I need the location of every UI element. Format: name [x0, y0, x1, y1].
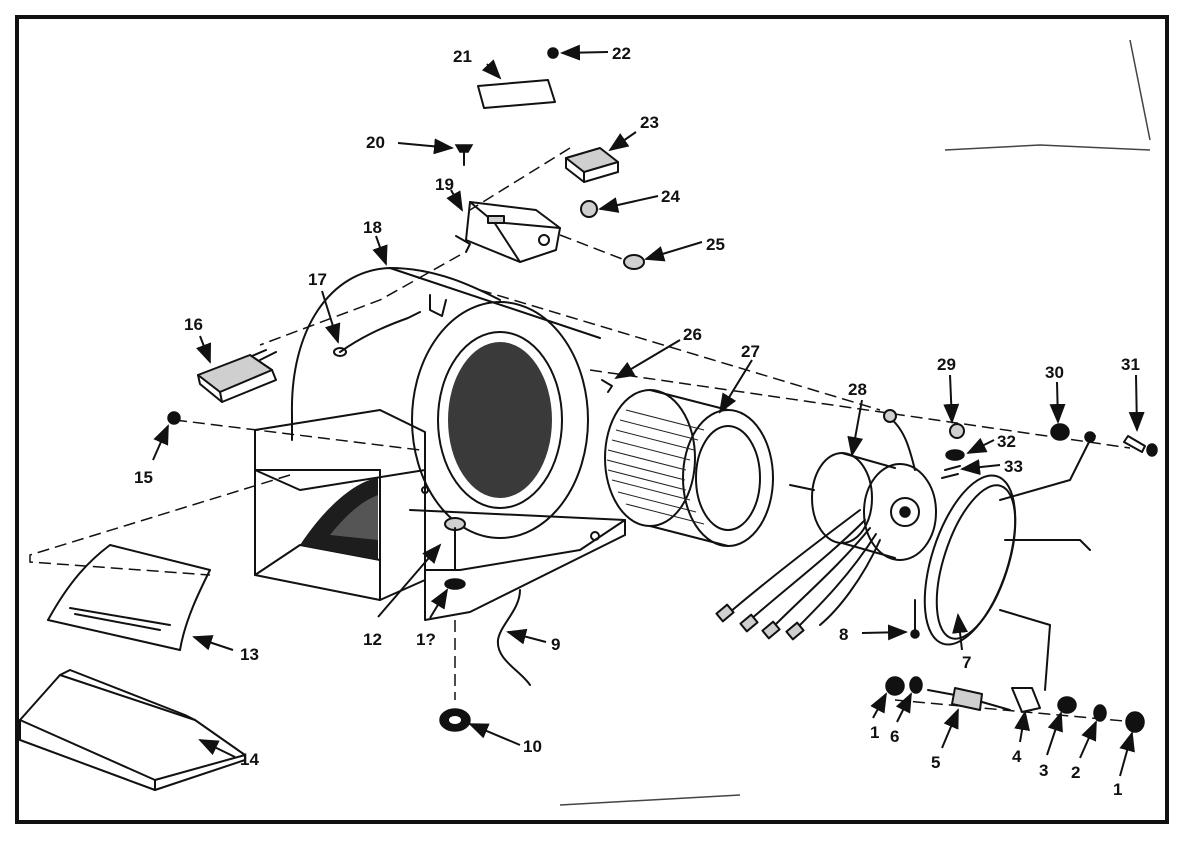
part-18-blower-housing — [254, 267, 626, 621]
hardware-row — [885, 676, 1145, 733]
label-part-13: 13 — [240, 645, 259, 664]
label-part-5: 5 — [931, 753, 940, 772]
part-2-washer — [1093, 704, 1107, 722]
part-22-screw — [547, 47, 559, 59]
diagram-frame — [15, 15, 1169, 824]
scan-mark — [944, 144, 1151, 151]
label-part-28: 28 — [848, 380, 867, 399]
label-part-9: 9 — [551, 635, 560, 654]
part-8-screw — [910, 599, 920, 639]
part-13-panel — [47, 544, 211, 651]
part-29-nut — [949, 423, 965, 439]
part-17-wire — [339, 311, 421, 353]
part-23-connector — [565, 147, 619, 183]
label-part-20: 20 — [366, 133, 385, 152]
part-11-washer — [444, 578, 466, 590]
part-1-nut-left — [885, 676, 905, 696]
scan-mark — [559, 794, 741, 806]
leader-arrows — [152, 44, 1145, 777]
part-15-screw — [167, 411, 181, 425]
part-33-clip — [941, 465, 961, 479]
part-16-capacitor — [197, 349, 277, 403]
part-27-blower-wheel — [604, 389, 774, 547]
part-labels: 1 1 2 3 4 5 6 7 8 9 10 1? 12 13 14 15 16… — [134, 44, 1140, 799]
part-6-washer — [909, 676, 923, 694]
part-20-screw — [454, 144, 474, 166]
part-14-cover — [19, 669, 246, 791]
part-12-bolt — [444, 517, 466, 571]
label-part-7: 7 — [962, 653, 971, 672]
label-part-22: 22 — [612, 44, 631, 63]
label-part-6: 6 — [890, 727, 899, 746]
label-part-26: 26 — [683, 325, 702, 344]
label-part-32: 32 — [997, 432, 1016, 451]
label-part-12: 12 — [363, 630, 382, 649]
part-31-stud — [1123, 435, 1158, 457]
part-9-ground-wire — [496, 589, 531, 686]
label-part-16: 16 — [184, 315, 203, 334]
part-4-bracket — [1011, 687, 1041, 713]
label-part-24: 24 — [661, 187, 680, 206]
part-28-motor — [715, 409, 937, 641]
label-part-17: 17 — [308, 270, 327, 289]
label-part-2: 2 — [1071, 763, 1080, 782]
part-19-relay-box — [455, 201, 561, 263]
label-part-1-left: 1 — [870, 723, 879, 742]
part-5-fuse — [927, 687, 1011, 711]
label-part-23: 23 — [640, 113, 659, 132]
label-part-25: 25 — [706, 235, 725, 254]
label-part-10: 10 — [523, 737, 542, 756]
label-part-11: 1? — [416, 630, 436, 649]
part-17-wire-end — [333, 347, 347, 357]
label-part-3: 3 — [1039, 761, 1048, 780]
part-10-grommet — [439, 708, 471, 732]
label-part-21: 21 — [453, 47, 472, 66]
part-30-nut — [1050, 423, 1070, 441]
part-1-nut-right — [1125, 711, 1145, 733]
label-part-4: 4 — [1012, 747, 1022, 766]
part-26-clip — [601, 379, 613, 393]
part-24-nut — [580, 200, 598, 218]
scan-mark — [1129, 39, 1151, 141]
label-part-33: 33 — [1004, 457, 1023, 476]
label-part-30: 30 — [1045, 363, 1064, 382]
label-part-29: 29 — [937, 355, 956, 374]
label-part-8: 8 — [839, 625, 848, 644]
part-25-nut — [623, 254, 645, 270]
label-part-31: 31 — [1121, 355, 1140, 374]
part-7-motor-mount-ring — [923, 431, 1096, 691]
label-part-1-right: 1 — [1113, 780, 1122, 799]
label-part-15: 15 — [134, 468, 153, 487]
part-32-washer — [945, 449, 965, 461]
label-part-18: 18 — [363, 218, 382, 237]
part-21-plate — [477, 79, 556, 109]
label-part-27: 27 — [741, 342, 760, 361]
label-part-19: 19 — [435, 175, 454, 194]
label-part-14: 14 — [240, 750, 259, 769]
part-3-nut — [1057, 696, 1077, 714]
